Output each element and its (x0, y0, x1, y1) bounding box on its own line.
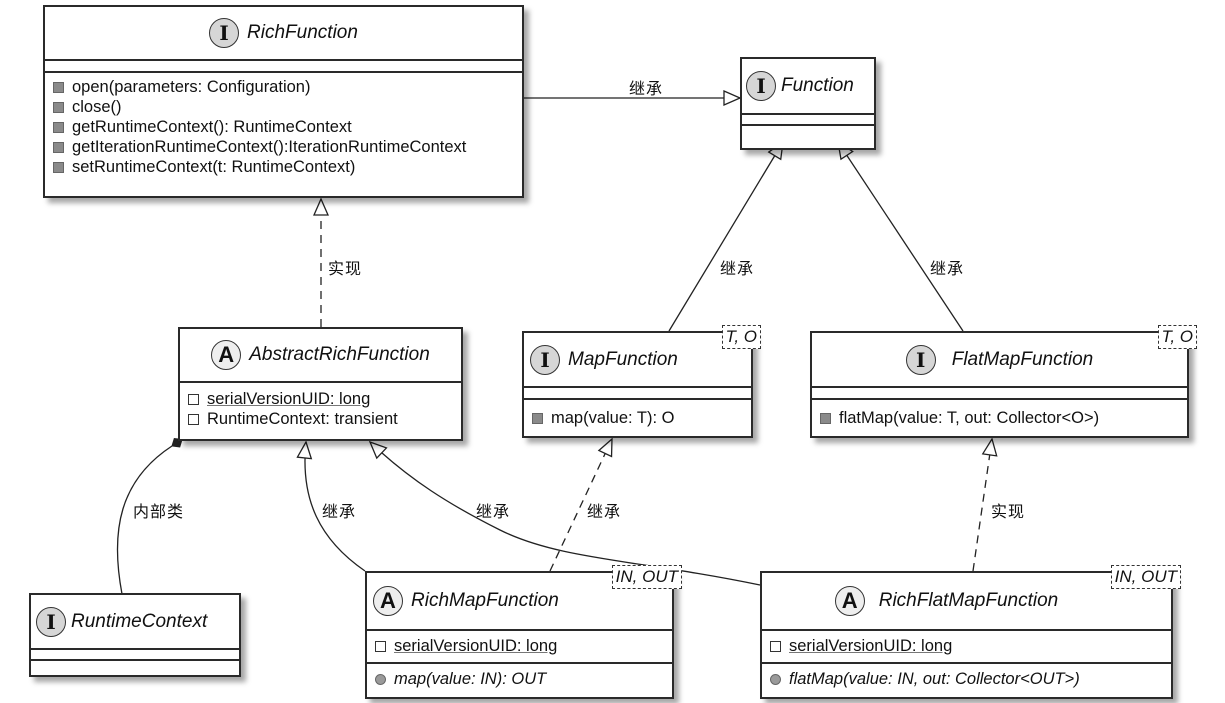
edge-label-inherit: 继承 (720, 259, 755, 278)
class-name: RuntimeContext (71, 610, 208, 632)
public-method-icon (532, 412, 543, 424)
public-method-icon (53, 161, 64, 173)
class-flat-map-function[interactable]: I FlatMapFunction T, O flatMap(value: T,… (810, 325, 1197, 438)
methods-section: flatMap(value: T, out: Collector<O>) (812, 398, 1187, 428)
method-item: getRuntimeContext(): RuntimeContext (45, 117, 522, 137)
method-item: getIterationRuntimeContext():IterationRu… (45, 137, 522, 157)
edge-label-implement: 实现 (328, 259, 363, 278)
method-item: flatMap(value: T, out: Collector<O>) (812, 408, 1187, 428)
class-runtime-context[interactable]: I RuntimeContext (29, 593, 241, 677)
private-field-icon (375, 640, 386, 652)
class-name: AbstractRichFunction (249, 344, 430, 365)
fields-section: serialVersionUID: long (367, 629, 672, 662)
abstract-class-icon: A (373, 586, 403, 616)
fields-section (524, 386, 751, 398)
interface-icon: I (36, 606, 66, 637)
edge-label-inner-class: 内部类 (133, 502, 185, 521)
edge-flatmapfunction-function (837, 140, 964, 332)
method-item: map(value: T): O (524, 408, 751, 428)
class-map-function[interactable]: I MapFunction T, O map(value: T): O (522, 325, 761, 438)
type-parameters: IN, OUT (1110, 565, 1181, 589)
interface-icon: I (209, 18, 240, 48)
method-item: close() (45, 97, 522, 117)
class-name: FlatMapFunction (951, 348, 1094, 370)
fields-section (742, 113, 874, 124)
edge-label-inherit: 继承 (930, 259, 965, 278)
class-rich-function[interactable]: I RichFunction open(parameters: Configur… (43, 5, 524, 198)
method-item: setRuntimeContext(t: RuntimeContext) (45, 157, 522, 177)
class-rich-flat-map-function[interactable]: A RichFlatMapFunction IN, OUT serialVers… (760, 565, 1181, 699)
field-item: serialVersionUID: long (180, 389, 461, 409)
class-name: RichFunction (247, 22, 358, 43)
edge-label-inherit: 继承 (587, 502, 622, 521)
edge-label-inherit: 继承 (322, 502, 357, 521)
methods-section: map(value: T): O (524, 398, 751, 428)
interface-icon: I (746, 71, 776, 101)
class-name: MapFunction (568, 348, 678, 370)
abstract-class-icon: A (211, 340, 242, 370)
edge-inner-class (116, 437, 183, 595)
public-method-icon (53, 81, 64, 93)
field-item: RuntimeContext: transient (180, 409, 461, 429)
public-method-icon (820, 412, 831, 424)
edge-richflatmap-flatmapfunction (972, 437, 998, 572)
public-method-icon (53, 121, 64, 133)
edge-richmap-mapfunction (549, 437, 613, 572)
interface-icon: I (530, 344, 560, 375)
edge-richmap-abstract (296, 440, 366, 572)
class-abstract-rich-function[interactable]: A AbstractRichFunction serialVersionUID:… (178, 327, 463, 441)
type-parameters: T, O (1157, 325, 1197, 349)
abstract-method-icon (375, 673, 386, 685)
method-item: flatMap(value: IN, out: Collector<OUT>) (762, 669, 1171, 689)
edge-mapfunction-function (668, 140, 784, 332)
type-parameters: T, O (721, 325, 761, 349)
methods-section (742, 124, 874, 126)
method-item: map(value: IN): OUT (367, 669, 672, 689)
method-item: open(parameters: Configuration) (45, 77, 522, 97)
methods-section (31, 659, 239, 661)
fields-section: serialVersionUID: long RuntimeContext: t… (180, 381, 461, 429)
edge-richflatmap-abstract (368, 440, 761, 586)
public-method-icon (53, 101, 64, 113)
public-method-icon (53, 141, 64, 153)
methods-section: flatMap(value: IN, out: Collector<OUT>) (762, 662, 1171, 689)
fields-section (45, 59, 522, 71)
interface-icon: I (905, 344, 936, 375)
class-name: Function (781, 75, 854, 96)
class-name: RichMapFunction (411, 590, 559, 611)
fields-section: serialVersionUID: long (762, 629, 1171, 662)
private-field-icon (770, 640, 781, 652)
class-name: RichFlatMapFunction (878, 590, 1059, 611)
fields-section (31, 648, 239, 659)
private-field-icon (188, 393, 199, 405)
field-item: serialVersionUID: long (762, 636, 1171, 656)
edge-label-inherit: 继承 (629, 79, 664, 98)
class-rich-map-function[interactable]: A RichMapFunction IN, OUT serialVersionU… (365, 565, 682, 699)
methods-section: map(value: IN): OUT (367, 662, 672, 689)
edge-label-inherit: 继承 (476, 502, 511, 521)
class-function[interactable]: I Function (740, 57, 876, 150)
methods-section: open(parameters: Configuration) close() … (45, 71, 522, 177)
private-field-icon (188, 413, 199, 425)
abstract-method-icon (770, 673, 781, 685)
type-parameters: IN, OUT (611, 565, 682, 589)
fields-section (812, 386, 1187, 398)
edge-label-implement: 实现 (991, 502, 1026, 521)
field-item: serialVersionUID: long (367, 636, 672, 656)
abstract-class-icon: A (834, 586, 865, 616)
